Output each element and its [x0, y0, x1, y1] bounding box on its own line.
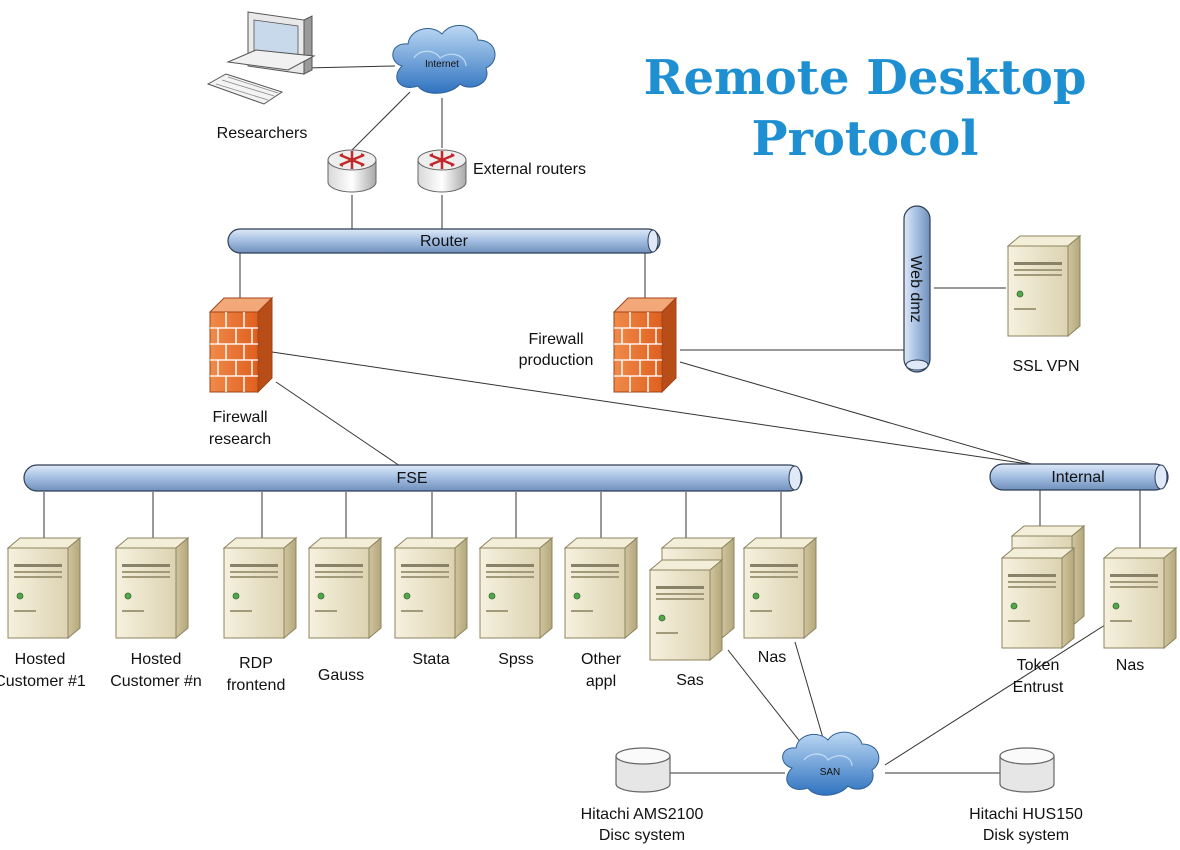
server-label: Spss — [498, 651, 534, 668]
web-dmz-bus — [903, 205, 931, 373]
router-icon — [416, 148, 468, 194]
server-label: Token — [1017, 657, 1060, 674]
server-icon — [479, 537, 553, 639]
server-label: Nas — [758, 649, 786, 666]
server-icon — [308, 537, 382, 639]
ssl-vpn-label: SSL VPN — [1013, 358, 1080, 375]
disk-icon — [999, 747, 1055, 793]
internet-label: Internet — [425, 59, 459, 70]
web-dmz-label: Web dmz — [907, 255, 924, 322]
firewall-production-icon — [613, 297, 677, 393]
workstation-icon — [206, 11, 316, 105]
router-bus-label: Router — [420, 233, 469, 250]
san-cloud-icon — [782, 731, 880, 796]
server-icon — [223, 537, 297, 639]
internet-cloud-icon — [392, 25, 496, 94]
server-cluster-icon — [1001, 525, 1085, 649]
fse-bus-label: FSE — [396, 470, 427, 487]
server-label: Customer #1 — [0, 673, 86, 690]
server-icon — [394, 537, 468, 639]
external-routers-label: External routers — [473, 161, 586, 178]
server-label: Customer #n — [110, 673, 202, 690]
internal-bus — [989, 463, 1169, 491]
server-cluster-icon — [649, 537, 735, 661]
internal-bus-label: Internal — [1051, 469, 1104, 486]
san-label: SAN — [820, 767, 841, 778]
server-label: Entrust — [1013, 679, 1064, 696]
storage-label: Disc system — [599, 827, 685, 844]
server-label: Sas — [676, 672, 704, 689]
server-label: Other — [581, 651, 622, 668]
server-label: RDP — [239, 655, 273, 672]
server-icon — [7, 537, 81, 639]
server-label: appl — [586, 673, 616, 690]
storage-label: Disk system — [983, 827, 1069, 844]
firewall-production-label: production — [519, 352, 594, 369]
server-icon — [115, 537, 189, 639]
server-label: Hosted — [15, 651, 66, 668]
server-label: Nas — [1116, 657, 1144, 674]
server-icon — [564, 537, 638, 639]
fse-bus — [23, 464, 803, 492]
firewall-research-label: research — [209, 431, 271, 448]
server-label: Hosted — [131, 651, 182, 668]
firewall-production-label: Firewall — [528, 331, 583, 348]
router-icon — [326, 148, 378, 194]
disk-icon — [615, 747, 671, 793]
firewall-research-icon — [209, 297, 273, 393]
router-bus — [227, 228, 661, 254]
storage-label: Hitachi HUS150 — [969, 806, 1083, 823]
server-label: Gauss — [318, 667, 364, 684]
server-label: Stata — [412, 651, 449, 668]
ssl-vpn-server-icon — [1007, 235, 1081, 337]
storage-label: Hitachi AMS2100 — [581, 806, 704, 823]
researchers-label: Researchers — [217, 125, 308, 142]
page-title-line2: Protocol — [751, 111, 978, 167]
server-icon — [1103, 547, 1177, 649]
server-icon — [743, 537, 817, 639]
firewall-research-label: Firewall — [212, 409, 267, 426]
page-title-line1: Remote Desktop — [644, 50, 1087, 106]
server-label: frontend — [227, 677, 286, 694]
